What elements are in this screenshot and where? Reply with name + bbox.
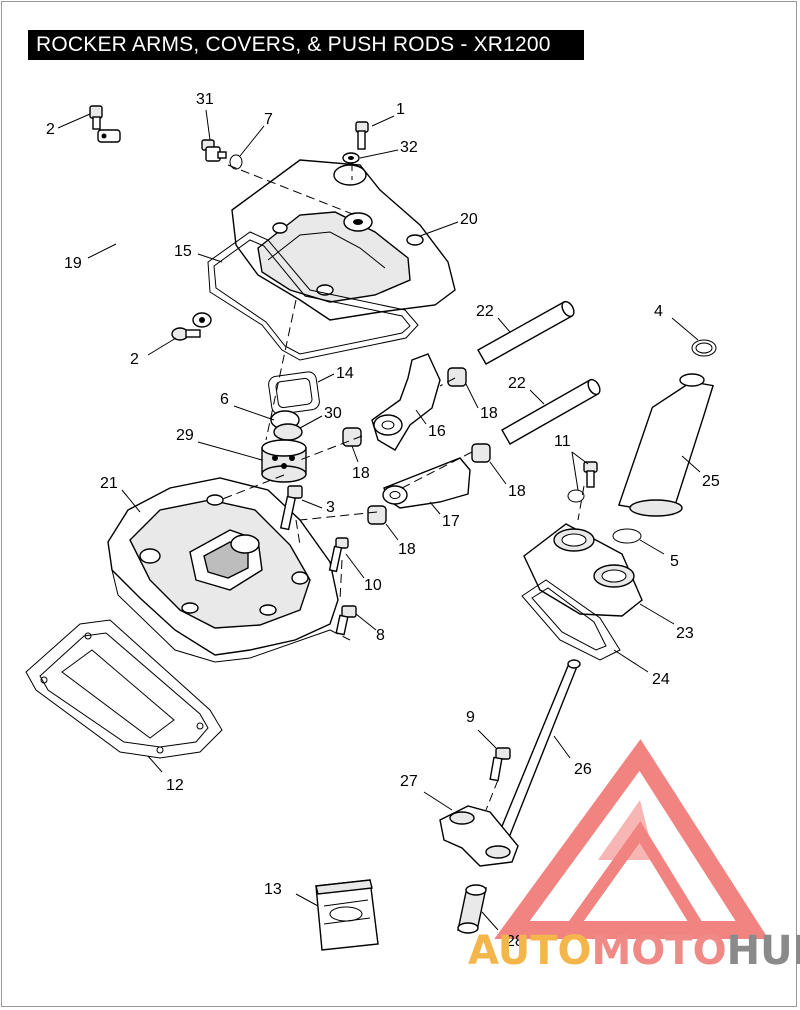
part-12-base-gasket[interactable] <box>25 619 223 759</box>
part-8-bolt[interactable] <box>335 605 357 636</box>
callout-10: 10 <box>364 577 382 594</box>
callout-32: 32 <box>400 139 418 156</box>
callout-12: 12 <box>166 777 184 794</box>
part-3-bolt[interactable] <box>279 485 303 531</box>
part-15-cover-gasket[interactable] <box>207 231 419 361</box>
callout-22-lower: 22 <box>508 375 526 392</box>
callout-25: 25 <box>702 473 720 490</box>
part-5-o-ring[interactable] <box>612 528 642 544</box>
assembly-lines <box>219 162 585 811</box>
part-17-rocker-arm[interactable] <box>382 457 471 509</box>
callout-5: 5 <box>670 553 679 570</box>
callout-4: 4 <box>654 303 663 320</box>
part-28-lifter[interactable] <box>457 884 487 934</box>
callout-2-upper: 2 <box>46 121 55 138</box>
callout-9: 9 <box>466 709 475 726</box>
part-30-o-ring[interactable] <box>273 423 303 441</box>
callout-3: 3 <box>326 499 335 516</box>
callout-18-2: 18 <box>352 465 370 482</box>
part-20-upper-rocker-cover[interactable] <box>231 159 456 321</box>
part-11-bolt[interactable] <box>567 461 598 503</box>
callout-6: 6 <box>220 391 229 408</box>
callout-14: 14 <box>336 365 354 382</box>
part-13-kit-box[interactable] <box>315 879 379 951</box>
callout-24: 24 <box>652 671 670 688</box>
part-10-bolt[interactable] <box>328 537 349 573</box>
callout-18-4: 18 <box>398 541 416 558</box>
watermark-text-3: HUB <box>726 928 800 974</box>
part-18-bushing-1[interactable] <box>447 367 467 387</box>
callout-18-3: 18 <box>508 483 526 500</box>
callout-20: 20 <box>460 211 478 228</box>
callout-23: 23 <box>676 625 694 642</box>
callout-labels: 2 2 19 31 7 1 32 20 15 14 6 30 29 22 22 … <box>46 91 720 950</box>
part-2-bolt-upper[interactable] <box>89 105 103 130</box>
part-1-bolt[interactable] <box>355 121 369 150</box>
watermark-logo <box>494 739 769 939</box>
part-27-lifter-guide[interactable] <box>439 805 519 867</box>
callout-11: 11 <box>554 433 571 450</box>
part-31-sensor[interactable] <box>201 139 227 162</box>
part-21-rocker-housing[interactable] <box>107 477 339 663</box>
part-25-pushrod-cover[interactable] <box>617 373 714 517</box>
callout-2-lower: 2 <box>130 351 139 368</box>
part-18-bushing-4[interactable] <box>367 505 387 525</box>
callout-31: 31 <box>196 91 214 108</box>
callout-8: 8 <box>376 627 385 644</box>
part-24-gasket[interactable] <box>521 579 621 661</box>
callout-28: 28 <box>506 933 524 950</box>
watermark-text-1: AUTO <box>468 928 592 974</box>
diagram-title: ROCKER ARMS, COVERS, & PUSH RODS - XR120… <box>28 30 584 60</box>
watermark-text-2: MOTO <box>591 928 727 974</box>
callout-26: 26 <box>574 761 592 778</box>
part-18-bushing-3[interactable] <box>471 443 491 463</box>
callout-29: 29 <box>176 427 194 444</box>
part-22-rocker-shaft-upper[interactable] <box>477 300 576 365</box>
callout-22-upper: 22 <box>476 303 494 320</box>
callout-27: 27 <box>400 773 418 790</box>
callout-15: 15 <box>174 243 192 260</box>
part-19-breather-tube[interactable] <box>79 129 212 328</box>
callout-17: 17 <box>442 513 460 530</box>
callout-7: 7 <box>264 111 273 128</box>
callout-30: 30 <box>324 405 342 422</box>
part-32-washer[interactable] <box>342 152 360 164</box>
callout-16: 16 <box>428 423 446 440</box>
part-4-o-ring[interactable] <box>691 339 717 357</box>
callout-18-1: 18 <box>480 405 498 422</box>
part-7-o-ring[interactable] <box>229 154 243 170</box>
part-29-breather-valve[interactable] <box>261 439 307 483</box>
part-23-pushrod-base[interactable] <box>523 523 643 617</box>
callout-13: 13 <box>264 881 282 898</box>
part-16-rocker-arm[interactable] <box>371 353 441 451</box>
watermark-wordmark: AUTOMOTOHUB <box>468 928 800 974</box>
part-14-gasket[interactable] <box>268 371 321 415</box>
callout-21: 21 <box>100 475 118 492</box>
callout-1: 1 <box>396 101 405 118</box>
part-2-bolt-lower[interactable] <box>171 327 201 341</box>
callout-19: 19 <box>64 255 82 272</box>
part-9-bolt[interactable] <box>489 747 511 782</box>
part-22-rocker-shaft-lower[interactable] <box>501 378 602 445</box>
